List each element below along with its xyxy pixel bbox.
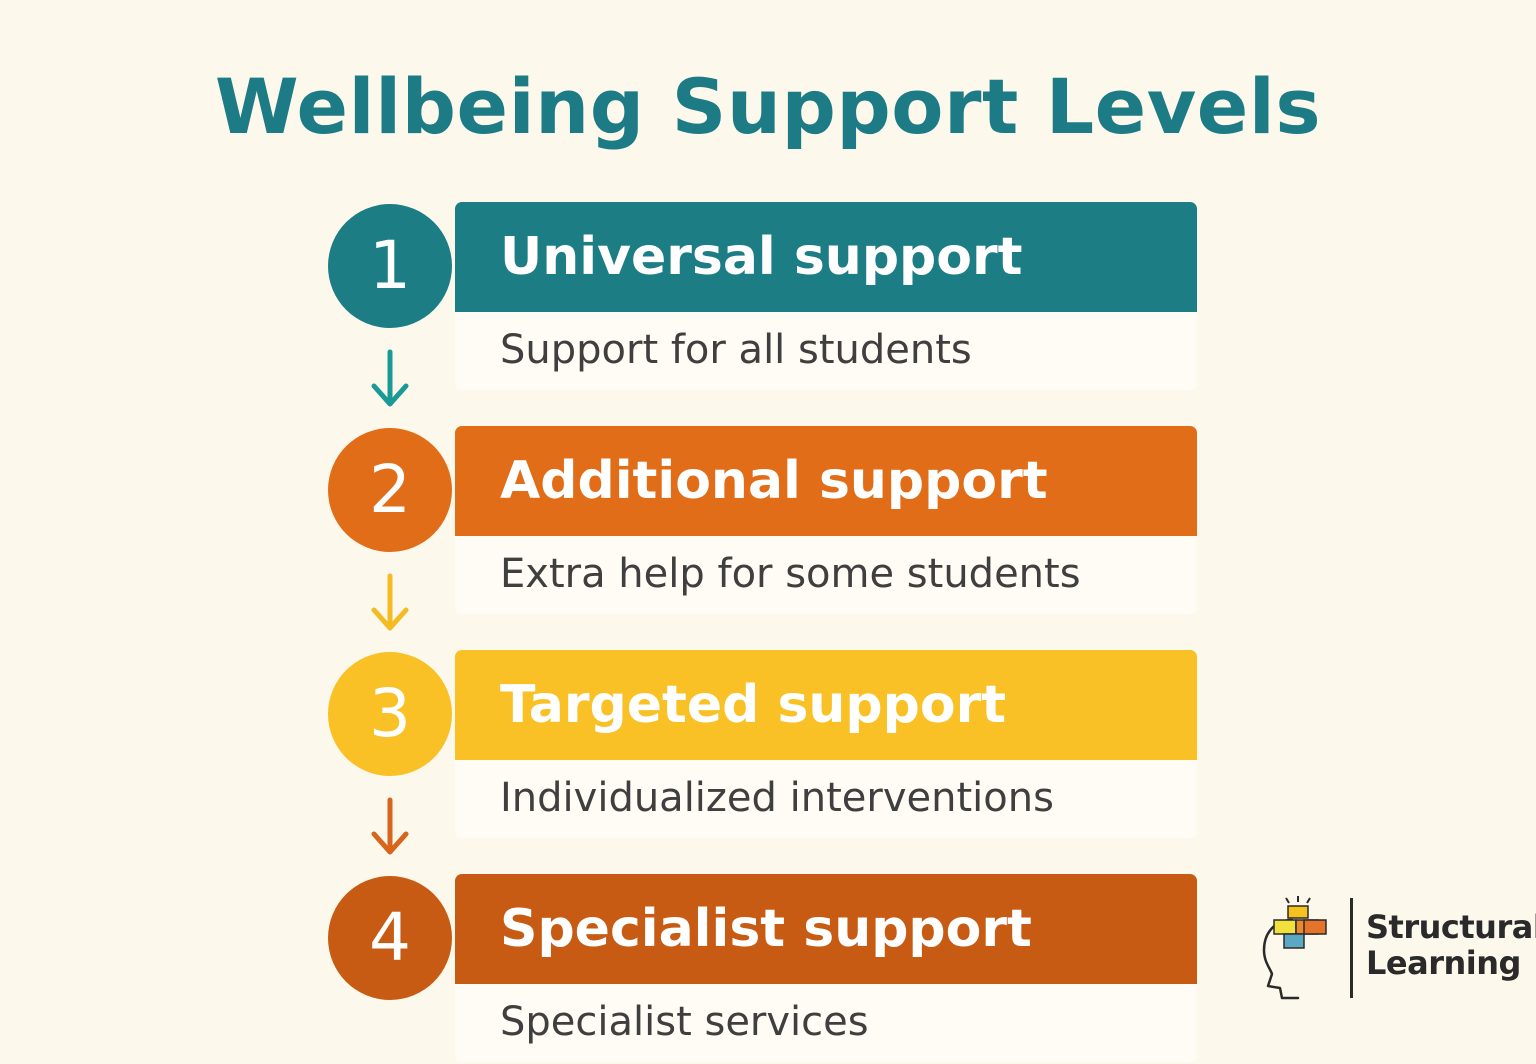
- level-universal: 1 Universal support Support for all stud…: [0, 202, 1536, 407]
- level-heading: Specialist support: [500, 899, 1032, 959]
- level-description: Support for all students: [500, 327, 972, 373]
- level-header-bar: [455, 202, 1197, 312]
- level-description-box: [455, 312, 1197, 390]
- level-number-badge: 2: [328, 428, 452, 552]
- structural-learning-logo: Structural Learning: [1258, 894, 1536, 1004]
- level-header-bar: [455, 426, 1197, 536]
- page-title: Wellbeing Support Levels: [214, 62, 1322, 151]
- level-description: Extra help for some students: [500, 551, 1081, 597]
- level-description-box: [455, 536, 1197, 614]
- level-number-badge: 4: [328, 876, 452, 1000]
- level-number-badge: 3: [328, 652, 452, 776]
- logo-divider: [1350, 898, 1353, 998]
- arrow-down-icon: [371, 797, 409, 855]
- level-description-box: [455, 760, 1197, 838]
- logo-text-line2: Learning: [1366, 944, 1521, 982]
- level-additional: 2 Additional support Extra help for some…: [0, 426, 1536, 631]
- level-description: Individualized interventions: [500, 775, 1054, 821]
- level-heading: Additional support: [500, 451, 1048, 511]
- level-targeted: 3 Targeted support Individualized interv…: [0, 650, 1536, 855]
- level-heading: Targeted support: [500, 675, 1007, 735]
- logo-text-line1: Structural: [1366, 908, 1536, 946]
- level-heading: Universal support: [500, 227, 1023, 287]
- level-description: Specialist services: [500, 999, 869, 1045]
- head-blocks-icon: [1262, 896, 1327, 1000]
- level-header-bar: [455, 874, 1197, 984]
- arrow-down-icon: [371, 573, 409, 631]
- level-header-bar: [455, 650, 1197, 760]
- arrow-down-icon: [371, 349, 409, 407]
- level-number-badge: 1: [328, 204, 452, 328]
